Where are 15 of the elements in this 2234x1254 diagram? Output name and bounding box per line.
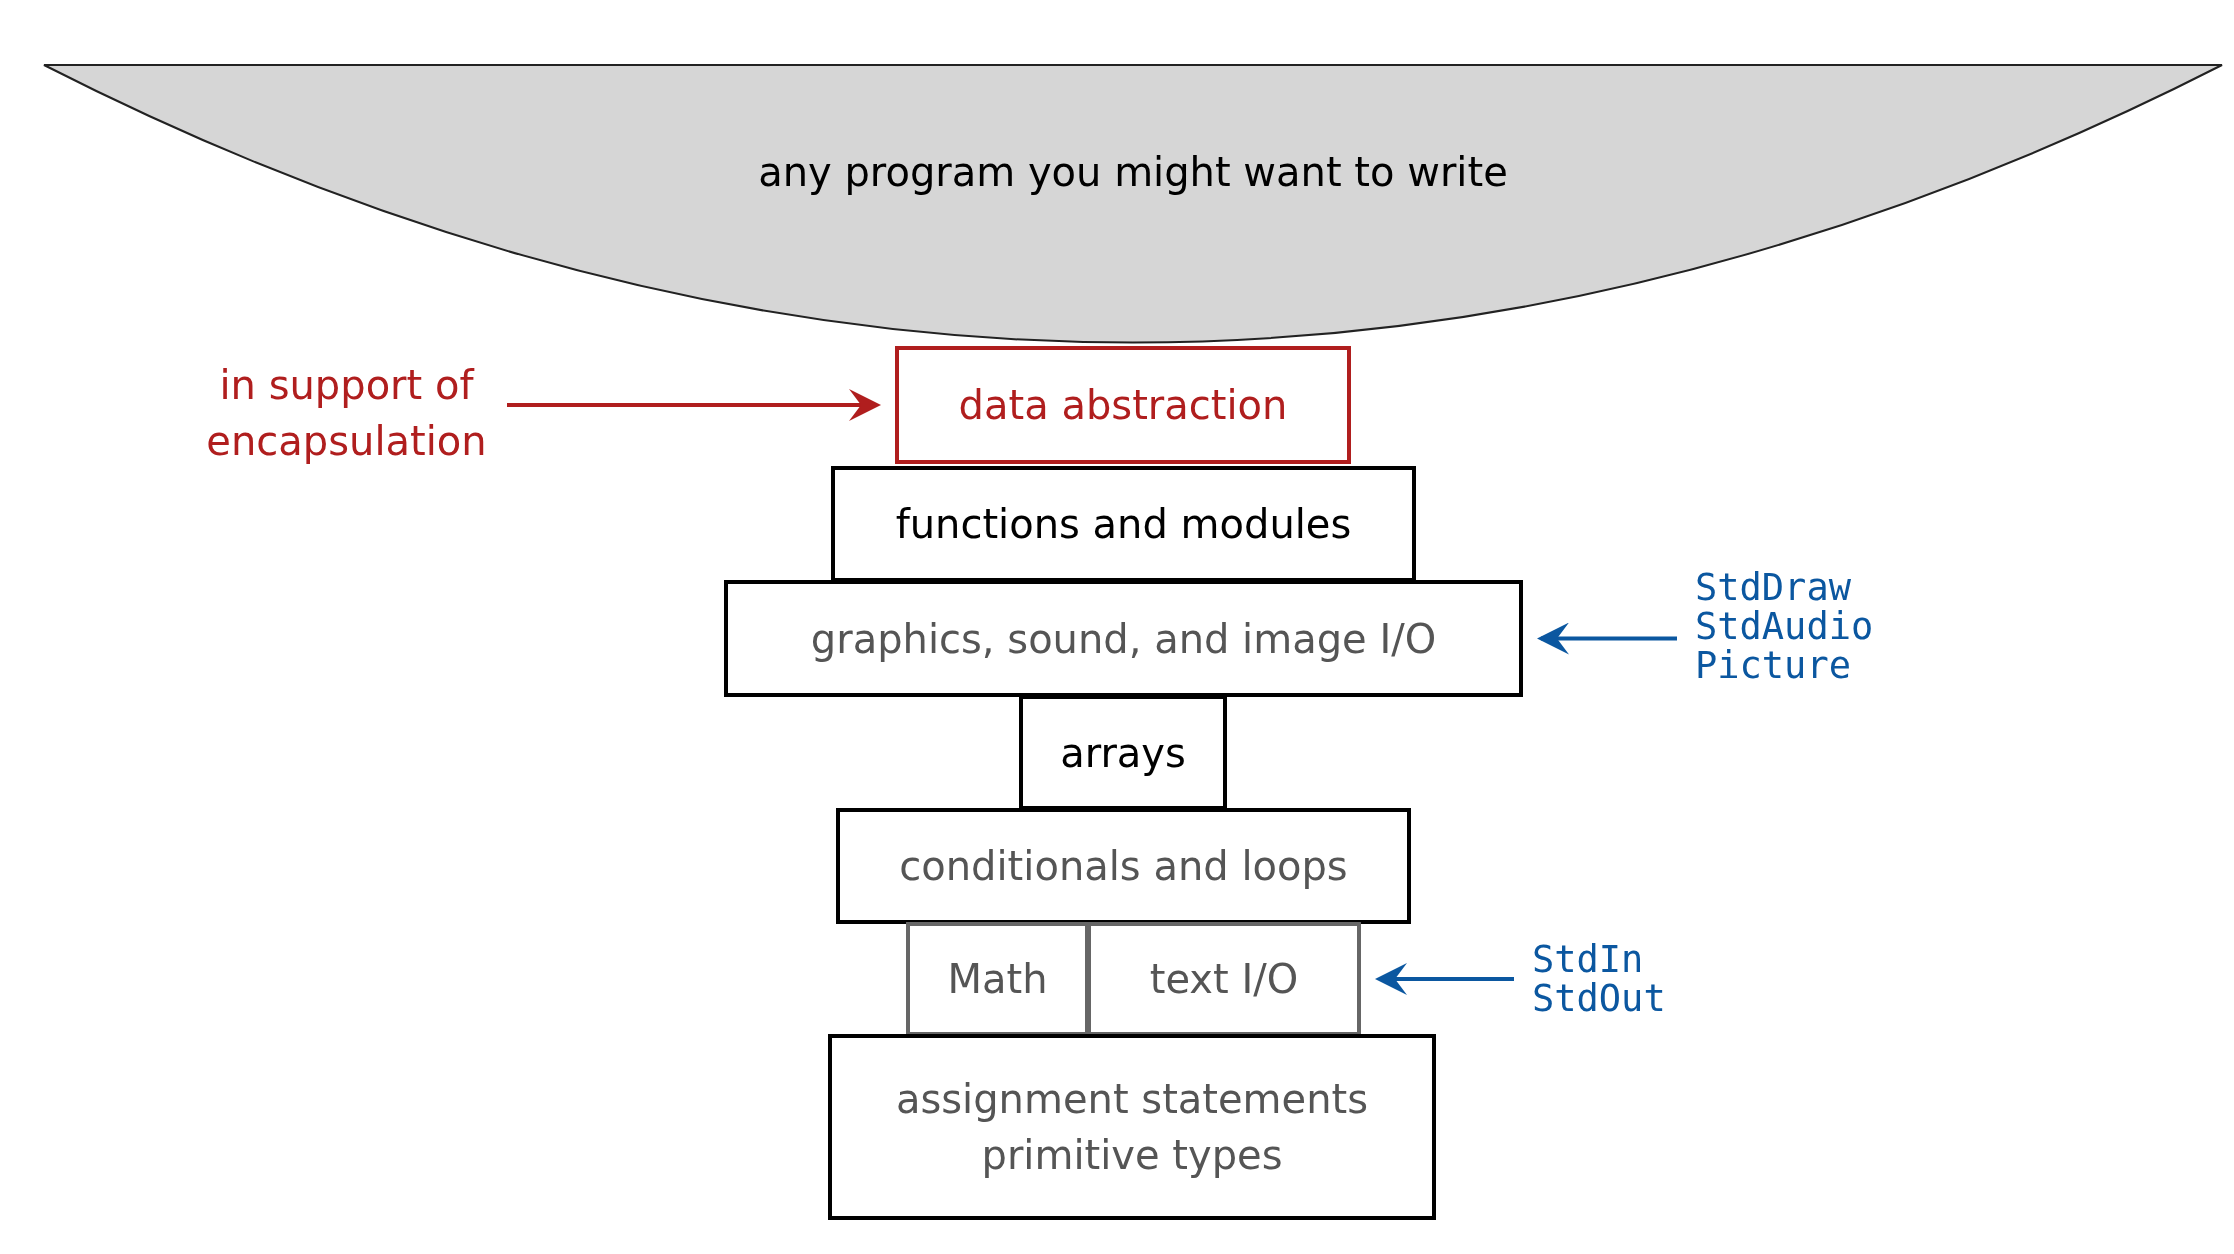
layer-box: conditionals and loops <box>836 808 1411 924</box>
arrow <box>507 389 881 421</box>
layer-box: assignment statements primitive types <box>828 1034 1436 1220</box>
layer-box: functions and modules <box>831 466 1416 582</box>
layer-box: text I/O <box>1087 922 1361 1036</box>
arrow <box>1537 622 1677 655</box>
layer-box: data abstraction <box>895 346 1351 464</box>
class-names: StdDraw StdAudio Picture <box>1695 560 1895 695</box>
bowl-shape: any program you might want to write <box>43 64 2223 344</box>
arrow <box>1375 963 1514 995</box>
annotation-text: in support of encapsulation <box>204 350 489 475</box>
layer-box: arrays <box>1019 695 1227 810</box>
layer-box: graphics, sound, and image I/O <box>724 580 1523 697</box>
layer-box: Math <box>906 922 1089 1036</box>
class-names: StdIn StdOut <box>1532 935 1692 1025</box>
